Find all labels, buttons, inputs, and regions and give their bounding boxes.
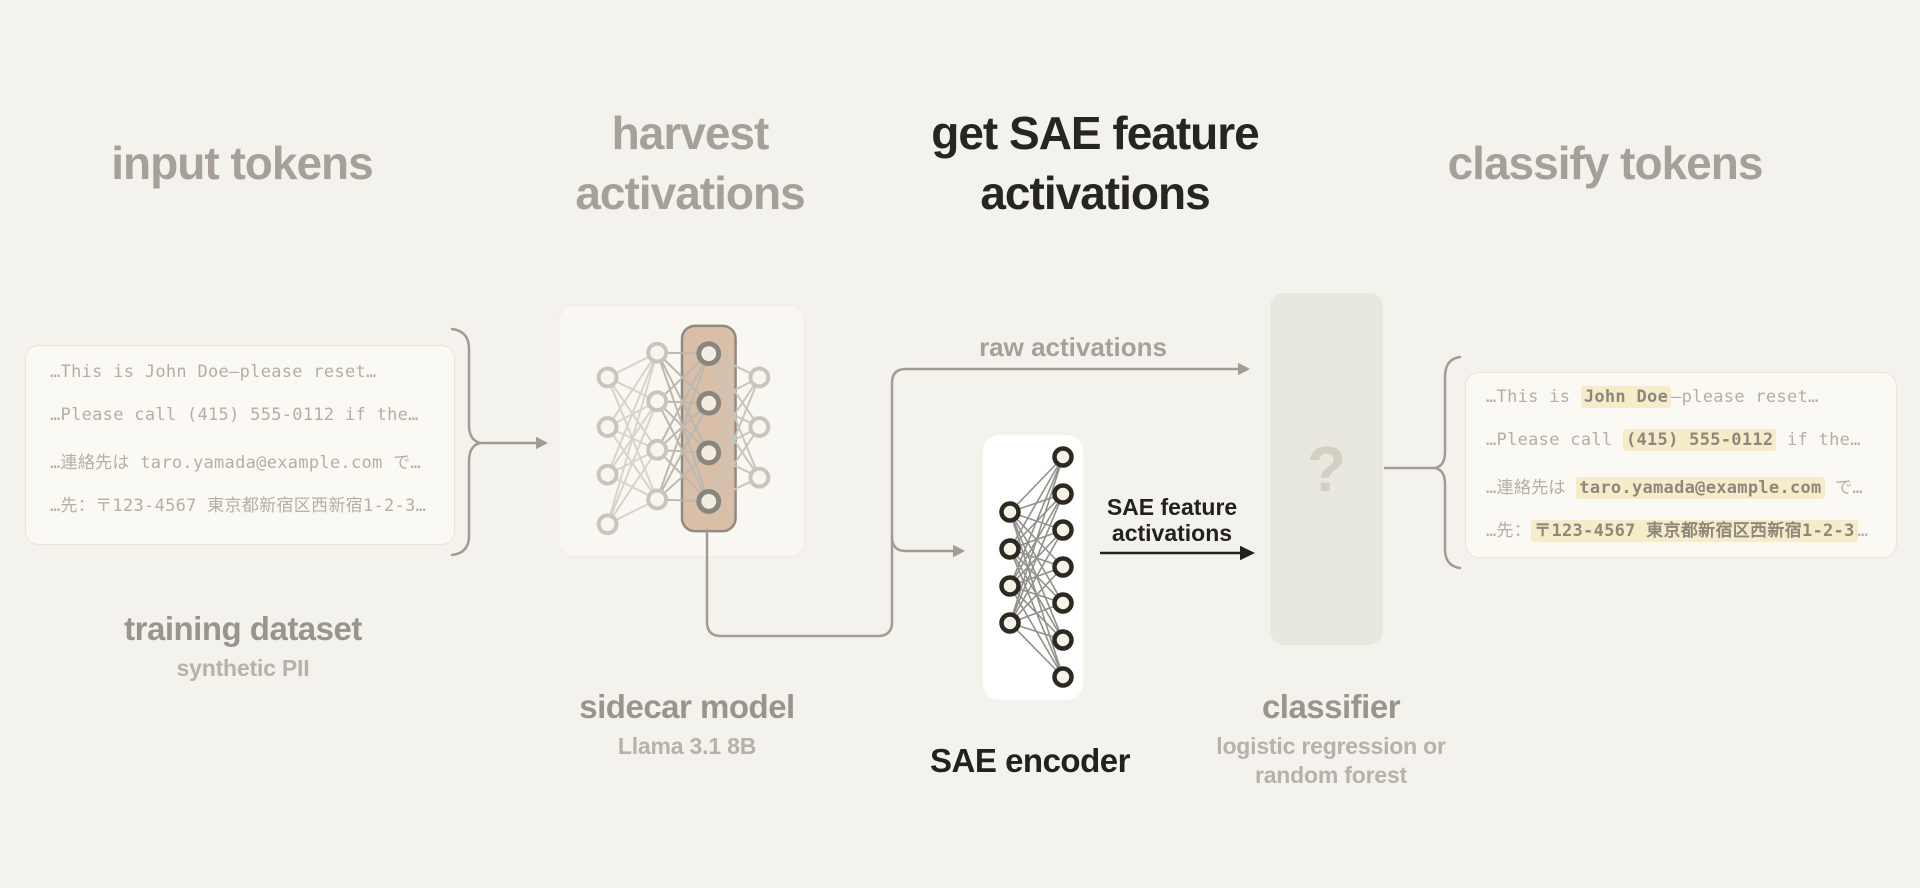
text-segment: … bbox=[1857, 521, 1869, 541]
input-text-line: …連絡先は taro.yamada@example.com で… bbox=[50, 453, 421, 473]
text-segment: …連絡先は bbox=[1486, 478, 1577, 498]
classifier-box: ? bbox=[1270, 293, 1383, 645]
step-header-harvest-activations: harvest activations bbox=[575, 107, 805, 219]
input-tokens-box: …This is John Doe—please reset… …Please … bbox=[25, 345, 455, 545]
sidecar-model-title: sidecar model bbox=[579, 688, 795, 725]
classifier-label: classifier logistic regression or random… bbox=[1191, 688, 1471, 790]
training-dataset-label: training dataset synthetic PII bbox=[43, 610, 443, 683]
pii-highlight-address: 〒123-4567 東京都新宿区西新宿1-2-3 bbox=[1531, 520, 1858, 542]
text-segment: …先： bbox=[1486, 521, 1532, 541]
input-text-line: …Please call (415) 555-0112 if the… bbox=[50, 405, 419, 425]
sae-encoder-title: SAE encoder bbox=[930, 742, 1130, 779]
text-segment: …Please call bbox=[1486, 430, 1623, 450]
sae-network-diagram bbox=[999, 446, 1074, 688]
step-header-get-sae-feature-activations: get SAE feature activations bbox=[931, 107, 1260, 219]
output-box-brace bbox=[1434, 355, 1462, 570]
output-text-line: …This is John Doe—please reset… bbox=[1486, 386, 1896, 409]
sae-encoder-label: SAE encoder bbox=[880, 742, 1180, 780]
to-sae-branch-arrow bbox=[890, 535, 955, 553]
pii-highlight-email: taro.yamada@example.com bbox=[1576, 477, 1825, 499]
sidecar-network-diagram bbox=[596, 324, 771, 536]
output-text-line: …Please call (415) 555-0112 if the… bbox=[1486, 429, 1896, 452]
input-box-brace bbox=[450, 327, 485, 557]
raw-activations-arrowhead bbox=[1238, 362, 1250, 376]
sidecar-model-card bbox=[558, 305, 805, 557]
classified-tokens-box: …This is John Doe—please reset… …Please … bbox=[1465, 372, 1897, 558]
sae-encoder-card bbox=[983, 435, 1083, 700]
step-header-classify-tokens: classify tokens bbox=[1447, 137, 1764, 189]
text-segment: で… bbox=[1824, 478, 1863, 498]
output-text-line: …先：〒123-4567 東京都新宿区西新宿1-2-3… bbox=[1486, 516, 1896, 542]
sidecar-model-subtitle: Llama 3.1 8B bbox=[617, 733, 757, 759]
classifier-title: classifier bbox=[1261, 688, 1401, 725]
text-segment: …This is bbox=[1486, 387, 1581, 407]
classifier-subtitle: logistic regression or random forest bbox=[1216, 733, 1446, 788]
training-dataset-subtitle: synthetic PII bbox=[176, 655, 310, 681]
pii-highlight-name: John Doe bbox=[1580, 386, 1672, 408]
step-header-input-tokens: input tokens bbox=[111, 137, 373, 189]
training-dataset-title: training dataset bbox=[124, 610, 362, 647]
sidecar-model-label: sidecar model Llama 3.1 8B bbox=[487, 688, 887, 761]
output-text-line: …連絡先は taro.yamada@example.com で… bbox=[1486, 473, 1896, 499]
input-text-line: …先：〒123-4567 東京都新宿区西新宿1-2-3… bbox=[50, 496, 427, 516]
raw-activations-arrow-label: raw activations bbox=[979, 332, 1167, 362]
pii-highlight-phone: (415) 555-0112 bbox=[1622, 429, 1777, 451]
input-text-line: …This is John Doe—please reset… bbox=[50, 362, 377, 382]
text-segment: if the… bbox=[1776, 430, 1861, 450]
input-to-sidecar-arrowhead bbox=[536, 436, 548, 450]
to-sae-branch-arrowhead bbox=[953, 544, 965, 558]
sae-to-classifier-arrowhead bbox=[1240, 545, 1255, 561]
question-mark-placeholder: ? bbox=[1306, 433, 1347, 505]
sae-feature-activations-arrow-label: SAE feature activations bbox=[1106, 494, 1238, 546]
text-segment: —please reset… bbox=[1671, 387, 1819, 407]
